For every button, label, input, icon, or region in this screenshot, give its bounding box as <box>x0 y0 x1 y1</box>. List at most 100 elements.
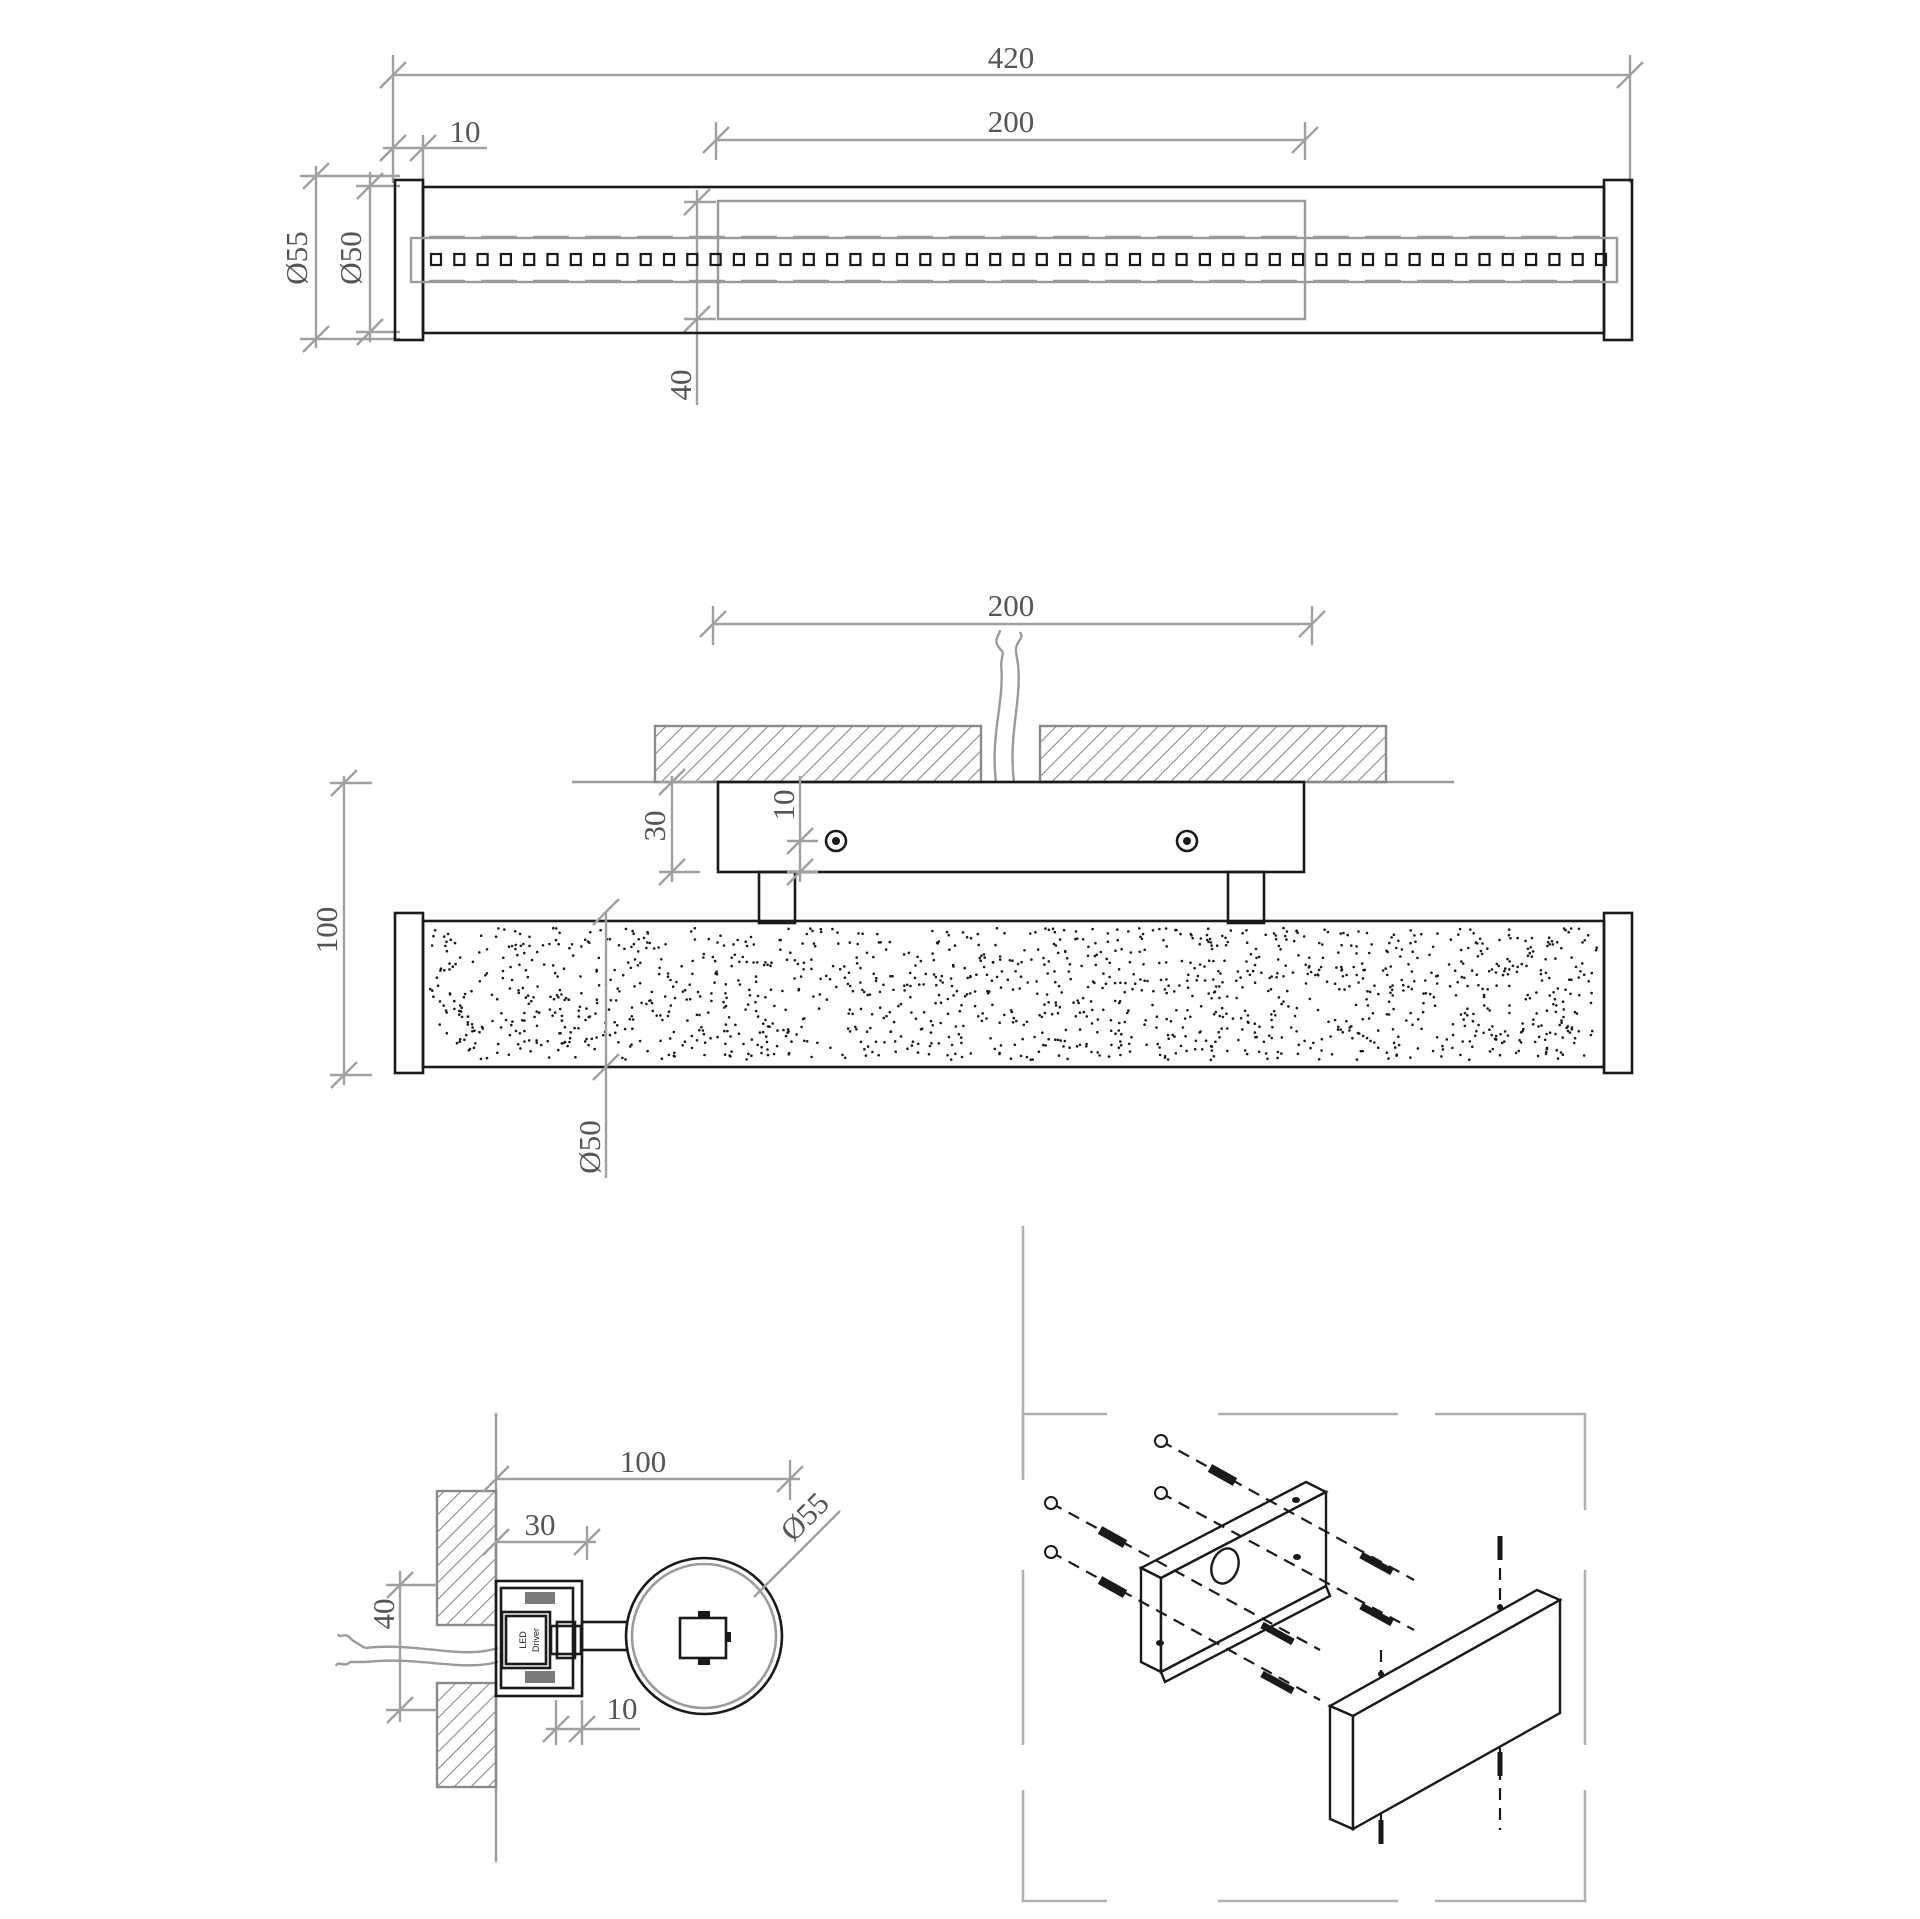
speckle-dot <box>750 1054 753 1057</box>
speckle-dot <box>1430 971 1433 974</box>
speckle-dot <box>1076 999 1079 1002</box>
speckle-dot <box>999 1044 1003 1047</box>
speckle-dot <box>1582 1054 1586 1057</box>
speckle-dot <box>560 993 563 996</box>
led-chip <box>429 252 443 267</box>
led-chip <box>1222 252 1235 267</box>
speckle-dot <box>453 1007 456 1011</box>
speckle-dot <box>502 956 505 960</box>
speckle-dot <box>1371 1012 1375 1015</box>
speckle-dot <box>831 964 835 968</box>
speckle-dot <box>1320 1049 1323 1052</box>
speckle-dot <box>797 987 801 991</box>
speckle-dot <box>773 1004 776 1008</box>
speckle-dot <box>645 946 648 950</box>
speckle-dot <box>1243 1049 1247 1052</box>
speckle-dot <box>1410 987 1414 991</box>
speckle-dot <box>1572 1041 1576 1045</box>
wall-section-upper <box>435 1489 498 1627</box>
speckle-dot <box>1198 1031 1201 1034</box>
speckle-dot <box>573 1026 576 1030</box>
speckle-dot <box>966 976 969 980</box>
speckle-dot <box>1174 1052 1178 1055</box>
speckle-dot <box>1456 980 1459 984</box>
speckle-dot <box>813 944 817 948</box>
speckle-dot <box>1030 958 1033 961</box>
speckle-dot <box>1545 1032 1548 1036</box>
speckle-dot <box>1297 954 1300 957</box>
speckle-dot <box>910 1011 913 1014</box>
speckle-dot <box>1203 979 1207 982</box>
speckle-dot <box>1241 1028 1244 1031</box>
speckle-dot <box>819 930 823 934</box>
speckle-dot <box>1276 972 1279 975</box>
speckle-dot <box>724 1042 727 1046</box>
speckle-dot <box>1497 964 1500 968</box>
speckle-dot <box>1114 949 1117 952</box>
speckle-dot <box>1533 1040 1537 1044</box>
speckle-dot <box>496 1042 500 1046</box>
tube-inner-circle <box>630 1562 778 1710</box>
speckle-dot <box>1503 1040 1506 1043</box>
speckle-dot <box>1200 1048 1204 1051</box>
speckle-dot <box>698 995 702 998</box>
speckle-dot <box>1109 1029 1113 1033</box>
speckle-dot <box>760 1045 763 1049</box>
led-chip <box>1571 252 1584 267</box>
speckle-dot <box>950 984 954 988</box>
speckle-dot <box>1449 938 1453 941</box>
speckle-dot <box>1355 973 1358 977</box>
speckle-dot <box>948 948 951 951</box>
speckle-dot <box>1191 936 1194 940</box>
speckle-dot <box>1118 1021 1121 1025</box>
speckle-dot <box>957 1032 961 1036</box>
speckle-dot <box>724 983 728 986</box>
speckle-dot <box>595 1001 599 1005</box>
speckle-dot <box>784 1034 788 1038</box>
grub-screws <box>1378 1536 1503 1844</box>
speckle-dot <box>577 1015 581 1018</box>
speckle-dot <box>1276 1050 1280 1054</box>
speckle-dot <box>1218 996 1221 1000</box>
speckle-dot <box>1451 1022 1455 1026</box>
speckle-dot <box>1466 984 1469 988</box>
speckle-dot <box>1138 927 1141 930</box>
speckle-dot <box>1435 982 1439 985</box>
speckle-dot <box>1159 978 1163 982</box>
speckle-dot <box>1239 1016 1243 1020</box>
speckle-dot <box>693 926 697 930</box>
speckle-dot <box>1531 950 1535 953</box>
speckle-dot <box>601 1033 605 1037</box>
speckle-dot <box>1069 977 1072 981</box>
speckle-dot <box>645 1002 648 1006</box>
speckle-dot <box>529 1050 532 1053</box>
speckle-dot <box>725 996 728 1000</box>
speckle-dot <box>1508 1011 1511 1015</box>
speckle-dot <box>431 989 434 992</box>
speckle-dot <box>1508 984 1511 988</box>
end-cap-right-front <box>1602 911 1634 1075</box>
speckle-dot <box>877 1053 880 1057</box>
speckle-dot <box>848 984 852 988</box>
speckle-dot <box>1524 939 1527 943</box>
speckle-dot <box>945 930 949 934</box>
speckle-dot <box>1285 930 1289 933</box>
speckle-dot <box>1043 963 1046 966</box>
speckle-dot <box>1047 960 1051 963</box>
led-chip <box>592 252 606 267</box>
speckle-dot <box>1422 1001 1425 1005</box>
speckle-dot <box>650 1001 654 1005</box>
label-tube-diameter-front: Ø50 <box>572 1120 607 1173</box>
speckle-dot <box>809 927 812 930</box>
speckle-dot <box>1226 1027 1229 1030</box>
speckle-dot <box>462 995 466 999</box>
speckle-dot <box>1595 946 1598 949</box>
speckle-dot <box>1393 1046 1397 1049</box>
speckle-dot <box>1548 994 1551 997</box>
speckle-dot <box>1198 942 1201 946</box>
speckle-dot <box>664 943 667 946</box>
speckle-dot <box>745 1058 748 1061</box>
wall-section-lower <box>435 1681 498 1789</box>
speckle-dot <box>1237 1038 1240 1042</box>
speckle-dot <box>702 956 705 959</box>
